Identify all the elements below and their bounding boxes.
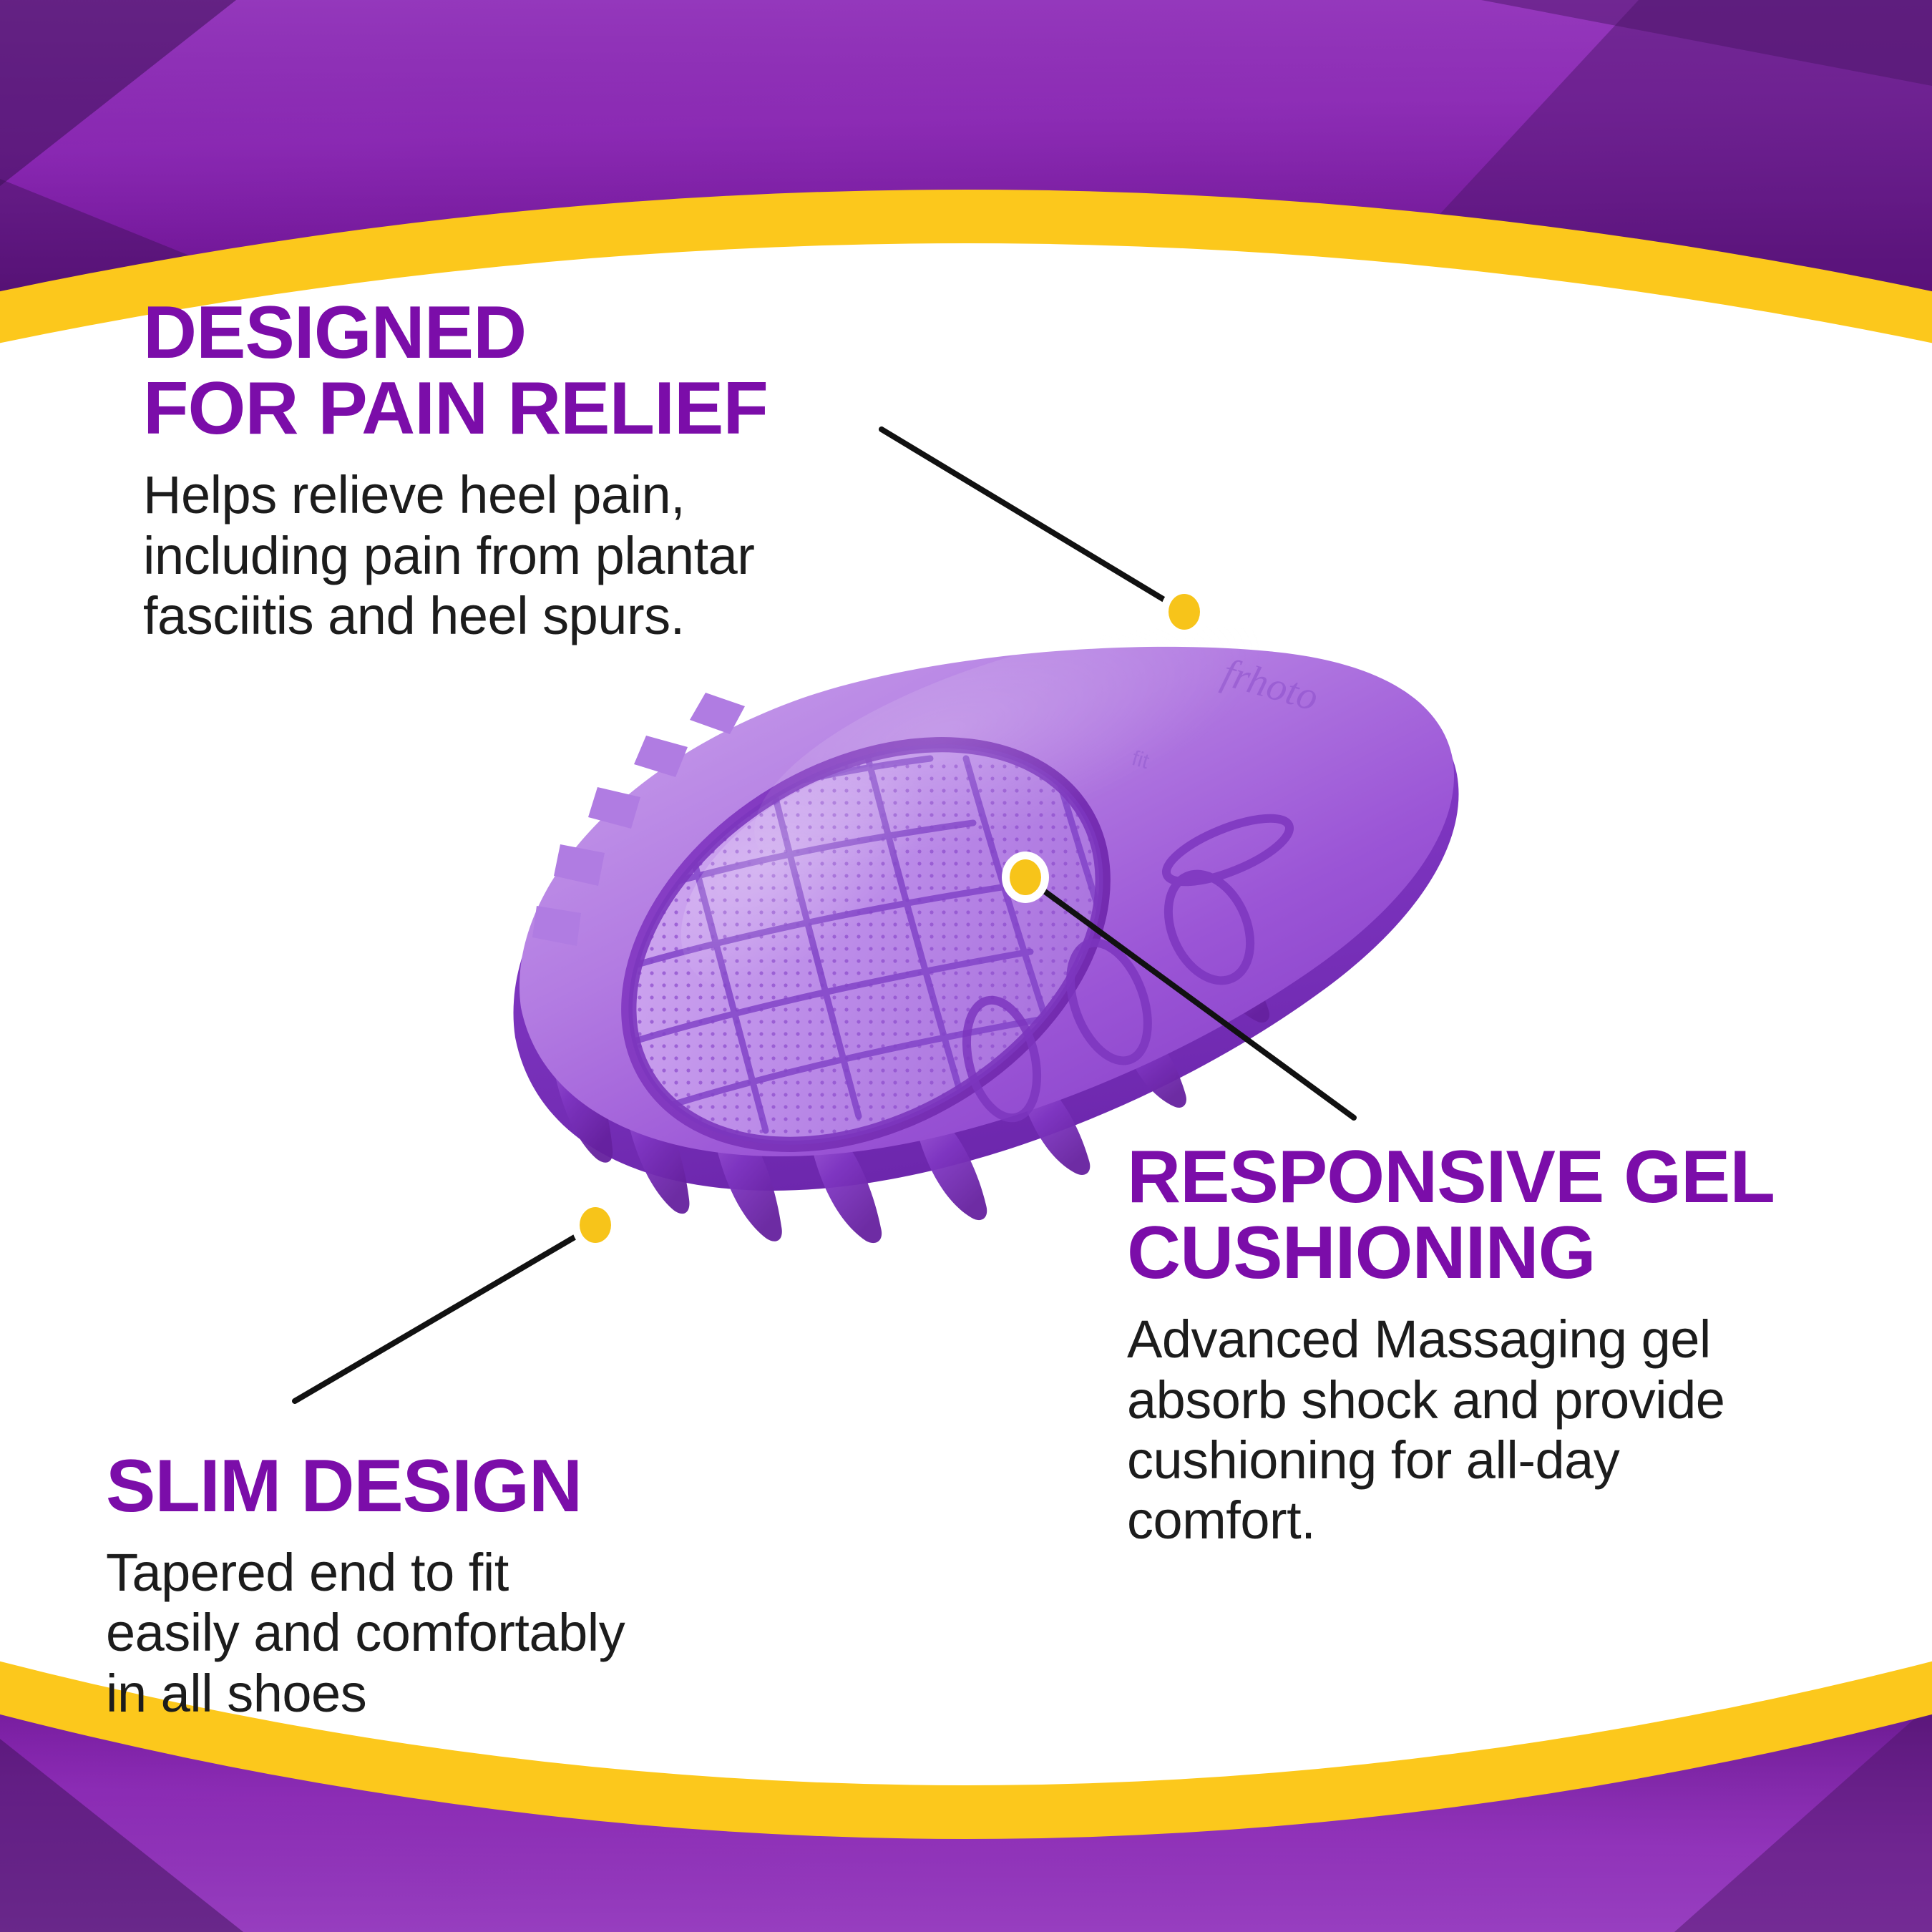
callout-body-slim: Tapered end to fit easily and comfortabl… xyxy=(106,1543,625,1723)
callout-heading-pain-relief: DESIGNED FOR PAIN RELIEF xyxy=(143,291,769,451)
callout-heading-slim: SLIM DESIGN xyxy=(106,1445,582,1528)
callout-heading-gel: RESPONSIVE GEL CUSHIONING xyxy=(1127,1136,1775,1295)
callout-slim-design: SLIM DESIGN Tapered end to fit easily an… xyxy=(106,1448,821,1724)
callout-designed-for-pain-relief: DESIGNED FOR PAIN RELIEF Helps relieve h… xyxy=(143,295,916,646)
callout-body-gel: Advanced Massaging gel absorb shock and … xyxy=(1127,1309,1725,1551)
callout-body-pain-relief: Helps relieve heel pain, including pain … xyxy=(143,465,755,645)
product-tapered-notches xyxy=(532,693,745,946)
product-highlight xyxy=(754,626,1335,891)
callout-responsive-gel-cushioning: RESPONSIVE GEL CUSHIONING Advanced Massa… xyxy=(1127,1139,1885,1551)
bottom-white-area xyxy=(0,1360,1932,1785)
